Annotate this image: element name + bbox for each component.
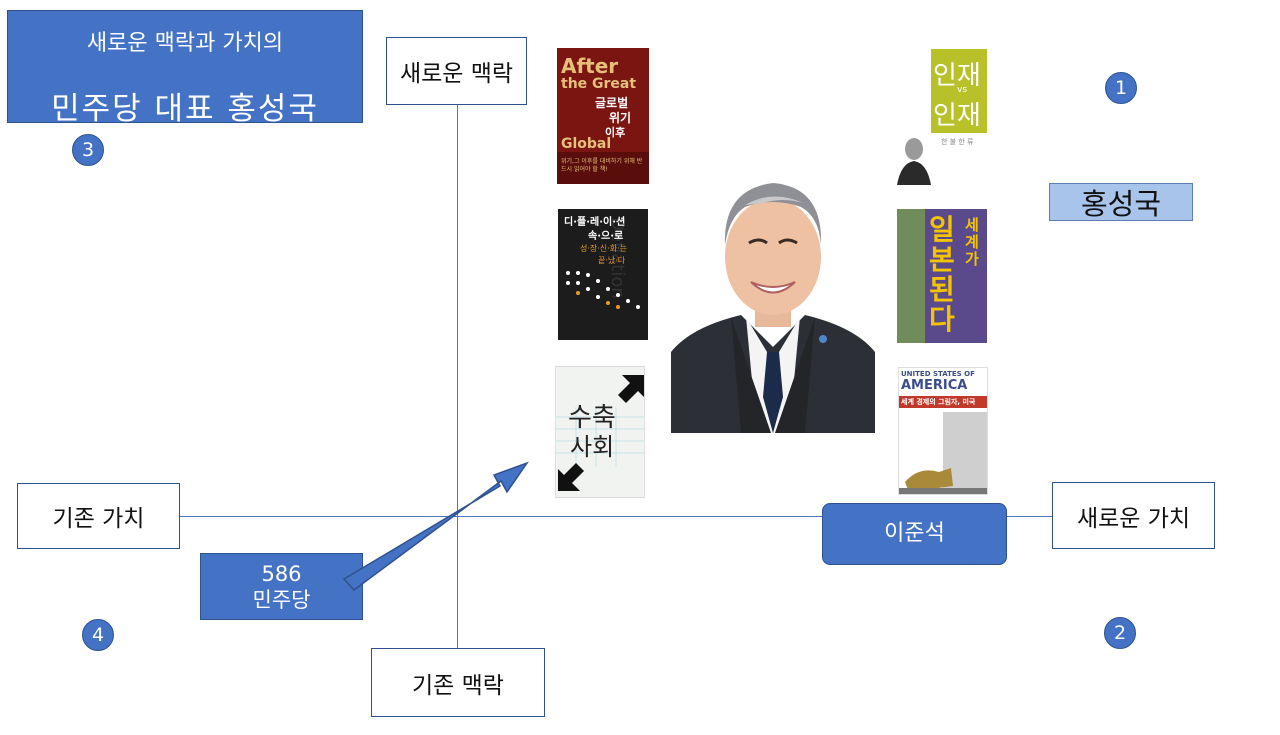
title-main: 민주당 대표 홍성국 <box>51 91 319 127</box>
book1-title-ko1: 글로벌 <box>595 96 629 110</box>
quadrant-4-badge: 4 <box>82 619 114 651</box>
title-box: 새로운 맥락과 가치의 민주당 대표 홍성국 <box>7 10 363 127</box>
book5-title-1: 세계가 <box>965 216 979 268</box>
horizontal-axis <box>180 516 1052 517</box>
party-586-box: 586 민주당 <box>200 553 363 620</box>
book1-title-ko2: 위기 <box>609 111 632 125</box>
book2-title-2: 속·으·로 <box>588 231 624 242</box>
book-cover-usa: UNITED STATES OF AMERICA 세계 경제의 그림자, 미국 <box>898 367 988 495</box>
quadrant-2-badge: 2 <box>1104 617 1136 649</box>
book-cover-after-the-great: After the Great 글로벌 위기 이후 Global 위기,그 이후… <box>557 48 649 184</box>
quadrant-3-badge: 3 <box>72 134 104 166</box>
book-cover-shrinking-society: 수축 사회 <box>555 366 645 498</box>
book3-title-1: 수축 <box>568 403 616 433</box>
book4-sub: 한 불 한 류 <box>941 138 974 146</box>
book1-blurb: 위기,그 이후를 대비하기 위해 반드시 읽어야 할 책! <box>561 158 643 173</box>
axis-right-label: 새로운 가치 <box>1052 482 1215 549</box>
book1-title-ko3: 이후 <box>605 126 626 139</box>
book2-title-3: 성·장·신·화·는 <box>580 244 627 253</box>
book6-title-ko: 세계 경제의 그림자, 미국 <box>901 398 976 406</box>
quadrant-1-badge: 1 <box>1105 72 1137 104</box>
book1-title-en3: Global <box>561 136 612 152</box>
book6-title-en1: UNITED STATES OF <box>901 370 975 378</box>
book3-title-2: 사회 <box>570 433 615 461</box>
party-586-line1: 586 <box>261 561 302 586</box>
book5-title-2: 일본된다 <box>929 213 955 336</box>
axis-bottom-label: 기존 맥락 <box>371 648 545 717</box>
book1-title-en1: After <box>561 54 619 78</box>
book4-title-2: 인재 <box>933 101 981 131</box>
book6-title-en2: AMERICA <box>901 378 968 393</box>
name-tag: 홍성국 <box>1049 183 1193 221</box>
book2-title-1: 디·플·레·이·션 <box>564 217 626 228</box>
party-586-line2: 민주당 <box>252 587 311 612</box>
book4-title-1: 인재 <box>933 61 981 91</box>
axis-top-label: 새로운 맥락 <box>386 37 527 105</box>
lee-box: 이준석 <box>822 503 1007 565</box>
book1-title-en2: the Great <box>561 76 637 92</box>
book4-vs: vs <box>957 85 968 95</box>
book2-title-4: 끝·났·다 <box>598 256 626 265</box>
book-cover-talent-vs-talent: 인재 vs 인재 한 불 한 류 <box>897 49 987 185</box>
title-subtitle: 새로운 맥락과 가치의 <box>86 31 284 56</box>
portrait-photo <box>671 147 875 433</box>
axis-left-label: 기존 가치 <box>17 483 180 549</box>
book-cover-world-becomes-japan: 세계가 일본된다 <box>897 209 987 343</box>
direction-arrow <box>342 461 529 592</box>
book-cover-deflation: Deflation 디·플·레·이·션 속·으·로 성·장·신·화·는 끝·났·… <box>558 209 648 340</box>
vertical-axis <box>457 104 458 649</box>
